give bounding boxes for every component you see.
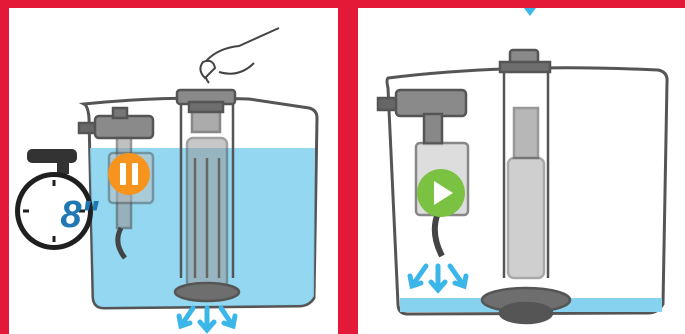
refill-illustration xyxy=(358,8,685,334)
hand-pressing xyxy=(200,28,279,83)
drain-arrows xyxy=(179,308,235,330)
timer-seconds: 8" xyxy=(47,194,111,237)
step-panel-flush: 8" xyxy=(9,8,338,334)
flush-illustration xyxy=(9,8,338,334)
step-panel-refill xyxy=(358,8,685,334)
pause-icon xyxy=(108,153,150,195)
play-icon xyxy=(417,169,465,217)
top-marker xyxy=(524,8,536,16)
